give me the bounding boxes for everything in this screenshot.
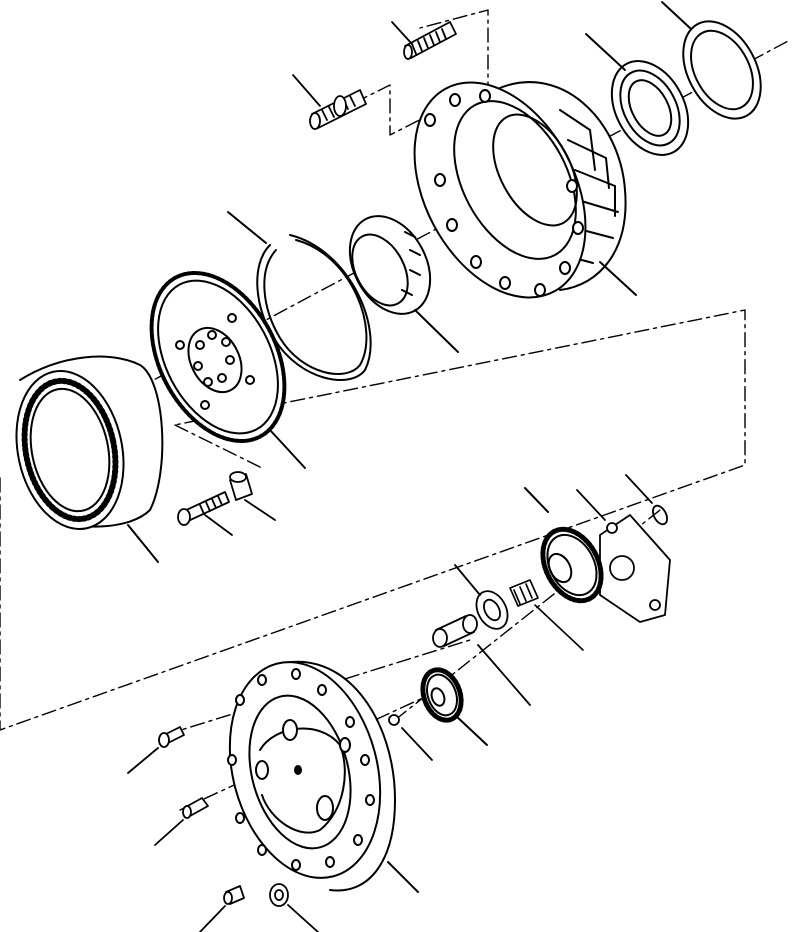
lock-plate [576, 489, 671, 623]
oil-seal [661, 1, 762, 120]
bearing-cone-inner [348, 215, 459, 353]
thrust-washer [454, 564, 509, 630]
bushing [229, 471, 276, 521]
small-plug [388, 714, 433, 761]
retaining-ring [625, 474, 668, 526]
sun-gear [420, 667, 488, 746]
needle-roller [509, 579, 584, 651]
stud-upper [391, 21, 457, 60]
snap-ring [227, 211, 372, 381]
stud-left [292, 74, 367, 130]
bearing-cone-outer [585, 33, 690, 156]
bolt [177, 491, 233, 536]
set-screw [199, 885, 245, 932]
planet-carrier [227, 660, 419, 893]
ring-gear [15, 355, 164, 563]
screw-left [127, 726, 185, 774]
ring-gear-carrier [149, 270, 306, 469]
hub-housing [413, 81, 637, 299]
planet-gear-upper [524, 487, 604, 604]
drain-plug [269, 883, 319, 932]
dowel-pin [154, 797, 209, 846]
planet-shaft [432, 614, 531, 706]
